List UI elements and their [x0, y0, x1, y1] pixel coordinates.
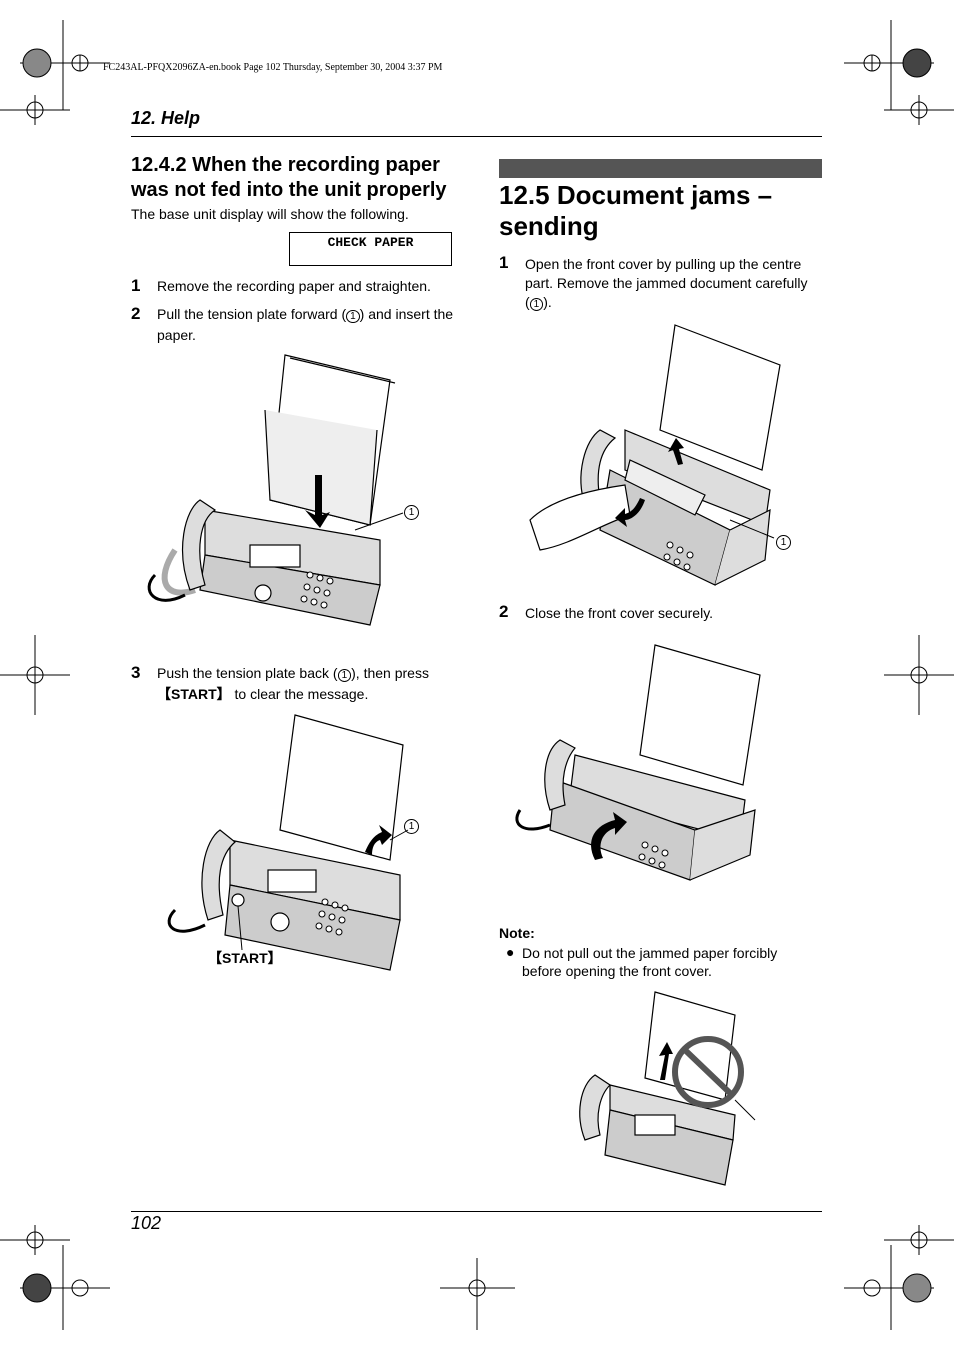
- step-text-part: Push the tension plate back (: [157, 665, 338, 681]
- intro-text: The base unit display will show the foll…: [131, 206, 409, 222]
- callout-marker: 1: [337, 669, 352, 682]
- step-number: 2: [499, 602, 509, 621]
- note-title: Note:: [499, 925, 535, 941]
- section-banner: [499, 159, 822, 178]
- callout-marker: 1: [529, 298, 544, 311]
- step-text-part: ), then press: [351, 665, 429, 681]
- callout-marker: 1: [346, 310, 360, 323]
- bullet-icon: ●: [506, 944, 515, 960]
- step-text-part: Open the front cover by pulling up the c…: [525, 256, 808, 310]
- step-number: 2: [131, 304, 141, 323]
- figure-callout: 1: [404, 505, 419, 520]
- note-text: Do not pull out the jammed paper forcibl…: [522, 945, 778, 979]
- step-text-part: ) and insert the paper.: [157, 306, 454, 343]
- section-heading-12-4-2: 12.4.2 When the recording paper was not …: [131, 154, 447, 201]
- step-number: 1: [131, 276, 141, 295]
- step-number: 3: [131, 663, 141, 682]
- step-number: 1: [499, 253, 509, 272]
- step-text-part: to clear the message.: [230, 686, 369, 702]
- step-text: Push the tension plate back (1), then pr…: [157, 664, 457, 704]
- header-rule: [131, 136, 822, 137]
- page-number: 102: [131, 1213, 162, 1233]
- fax-figure-push-back: [167, 714, 409, 971]
- step-text-part: ).: [543, 294, 552, 310]
- step-text: Remove the recording paper and straighte…: [157, 278, 431, 294]
- section-heading-12-5: 12.5 Document jams – sending: [499, 180, 773, 241]
- running-title: 12. Help: [131, 108, 201, 128]
- footer-rule: [131, 1211, 822, 1212]
- figure-callout: 1: [776, 535, 791, 550]
- step-text: Pull the tension plate forward (1) and i…: [157, 305, 457, 345]
- fax-figure-do-not-pull: [579, 991, 756, 1186]
- fax-figure-open-cover: [529, 324, 781, 586]
- start-key: 【START】: [157, 686, 231, 702]
- print-info: FC243AL-PFQX2096ZA-en.book Page 102 Thur…: [103, 62, 443, 73]
- step-text: Open the front cover by pulling up the c…: [525, 255, 823, 314]
- start-key-label: 【START】: [208, 950, 282, 966]
- fax-figure-insert-paper: [147, 354, 404, 626]
- lcd-display-box: CHECK PAPER: [289, 232, 452, 266]
- figure-callout: 1: [404, 819, 419, 834]
- fax-figure-close-cover: [515, 644, 761, 881]
- step-text: Close the front cover securely.: [525, 605, 714, 621]
- step-text-part: Pull the tension plate forward (: [157, 306, 347, 322]
